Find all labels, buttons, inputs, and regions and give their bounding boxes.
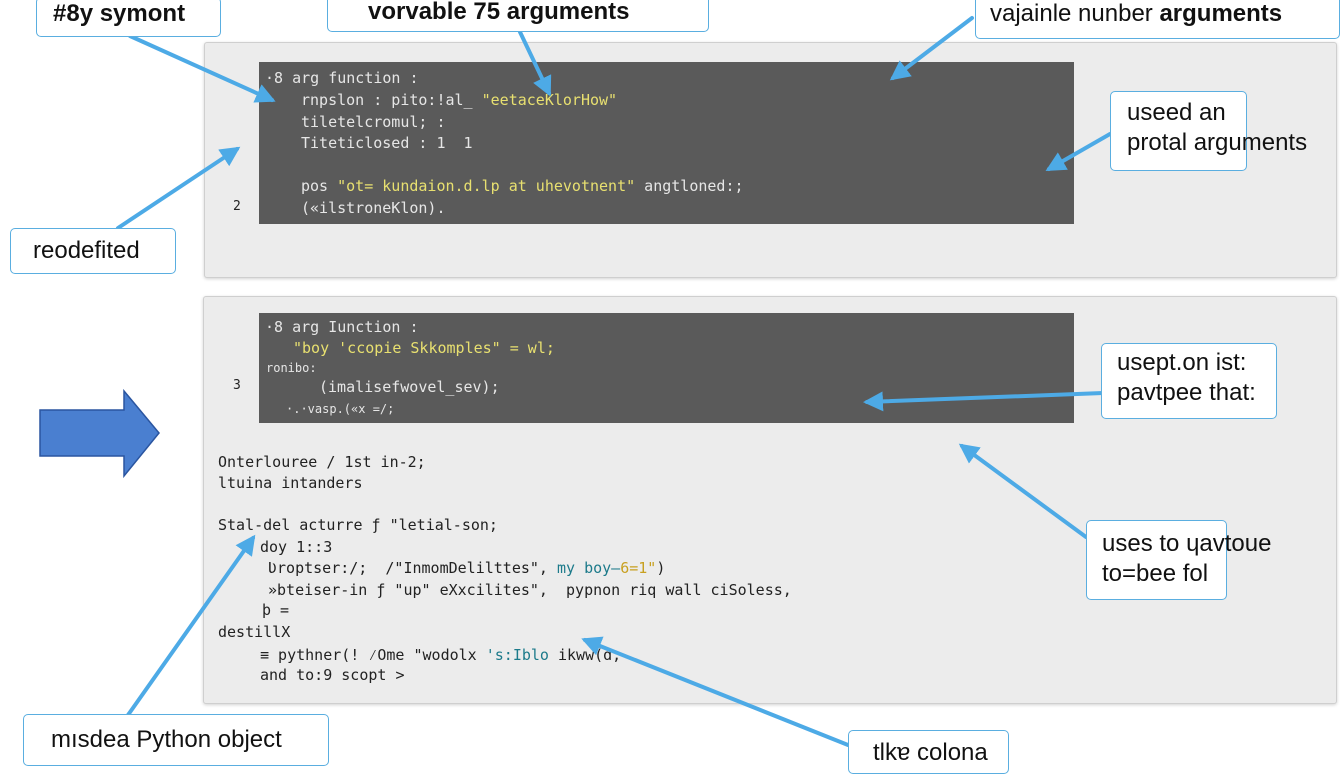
- code-bottom-line-9-text: ≡ pythner(! ⁄Ome "wodolx: [260, 646, 486, 664]
- callout-top-right: vajainle nunber arguments: [975, 0, 1340, 39]
- code-top-line-5-string: "ot= kundaion.d.lp at uhevotnent": [337, 177, 636, 195]
- code-bottom-line-6: »bteiser-in ƒ "up" eXxcilites", pypnon r…: [268, 581, 792, 599]
- callout-arrow: [958, 443, 1088, 539]
- callout-arrow: [581, 636, 850, 747]
- code-top-line-5-rest: angtloned:;: [635, 177, 744, 195]
- code-bottom-line-5-text: Ʋroptser:/; /"InmomDelilttes",: [268, 559, 557, 577]
- callout-top-left-text: #8y symont: [53, 0, 186, 27]
- code-bottom-line-3: Stal-del acturre ƒ "letial-son;: [218, 516, 498, 534]
- callout-arrow: [889, 16, 974, 81]
- code-bottom-line-9-teal: 's:Iblo: [485, 646, 558, 664]
- callout-right-upper-line-2: protal arguments: [1127, 129, 1308, 156]
- code-bottom-line-5: Ʋroptser:/; /"InmomDelilttes", my boy—6=…: [268, 558, 665, 578]
- code-middle-line-4: (imalisefwovel_sev);: [319, 378, 500, 396]
- callout-right-lower-line-1: uses to ɥavtoue: [1102, 530, 1272, 557]
- callout-arrow: [863, 391, 1105, 412]
- callout-bottom-right: tlkɐ colona: [848, 730, 1009, 774]
- callout-right-upper: useed an protal arguments: [1110, 91, 1308, 171]
- code-top-line-2-text: rnpslon : pito:!al_: [301, 91, 482, 109]
- line-number-middle: 3: [233, 378, 241, 393]
- code-top-line-5: pos "ot= kundaion.d.lp at uhevotnent" an…: [301, 176, 744, 196]
- code-bottom-line-7: þ =: [262, 601, 290, 619]
- code-bottom-line-8: destillX: [218, 623, 291, 641]
- right-block-arrow-icon: [39, 388, 160, 479]
- callout-arrow: [116, 146, 241, 230]
- code-middle-line-5: ·.·vasp.(«x =/;: [286, 402, 395, 416]
- callout-left-middle-text: reodefited: [33, 237, 140, 264]
- callout-arrow: [1045, 132, 1112, 171]
- code-top-line-2-string: "eetaceKlorHow": [481, 91, 618, 109]
- code-bottom-line-1: Onterlouree / 1st in-2;: [218, 453, 426, 471]
- code-bottom-line-2: ltuina intanders: [218, 474, 363, 492]
- callout-bottom-right-text: tlkɐ colona: [873, 739, 988, 766]
- callout-left-middle: reodefited: [10, 228, 176, 274]
- callout-bottom-left-text: mısdea Python object: [51, 726, 282, 753]
- callout-right-upper-line-1: useed an: [1127, 99, 1226, 126]
- code-top-line-1: ·8 arg function :: [265, 69, 419, 87]
- callout-top-center-text: vorvable 75 arguments: [368, 0, 630, 25]
- callout-right-middle: usept.on ist: pavtpee that:: [1101, 343, 1277, 419]
- callout-right-middle-line-1: usept.on ist:: [1117, 349, 1247, 376]
- callout-top-center: vorvable 75 arguments: [327, 0, 709, 32]
- code-top-line-3: tiletelcromul; :: [301, 113, 446, 131]
- code-top-line-6: («ilstroneKlon).: [301, 199, 446, 217]
- callout-top-right-text: vajainle nunber: [990, 0, 1160, 27]
- callout-arrow: [128, 34, 276, 103]
- code-box-middle: [259, 313, 1074, 423]
- code-bottom-line-10: and to:9 scopt >: [260, 666, 405, 684]
- callout-arrow: [126, 534, 256, 717]
- code-middle-line-2: "boy 'ccopie Skkomples" = wl;: [293, 339, 555, 357]
- code-bottom-line-5-gold: 6=1": [620, 559, 657, 577]
- callout-right-middle-line-2: pavtpee that:: [1117, 379, 1256, 406]
- code-middle-line-3: ronibo:: [266, 361, 317, 375]
- callout-right-lower-line-2: to=bee fol: [1102, 560, 1209, 587]
- code-middle-line-1: ·8 arg Iunction :: [265, 318, 419, 336]
- callout-arrow: [518, 30, 552, 97]
- line-number-top: 2: [233, 199, 241, 214]
- callout-bottom-left: mısdea Python object: [23, 714, 329, 766]
- code-box-top: [259, 62, 1074, 224]
- code-top-line-2: rnpslon : pito:!al_ "eetaceKlorHow": [301, 90, 617, 110]
- code-bottom-line-5-teal: my boy—: [556, 559, 621, 577]
- callout-right-lower: uses to ɥavtoue to=bee fol: [1086, 520, 1272, 600]
- code-bottom-line-5-end: ): [656, 559, 666, 577]
- callout-top-right-bold: arguments: [1159, 0, 1283, 27]
- code-top-line-5-keyword: pos: [301, 177, 338, 195]
- code-top-line-4: Titeticlosed : 1 1: [301, 134, 473, 152]
- callout-top-left: #8y symont: [36, 0, 221, 37]
- code-bottom-line-4: doy 1::3: [260, 538, 333, 556]
